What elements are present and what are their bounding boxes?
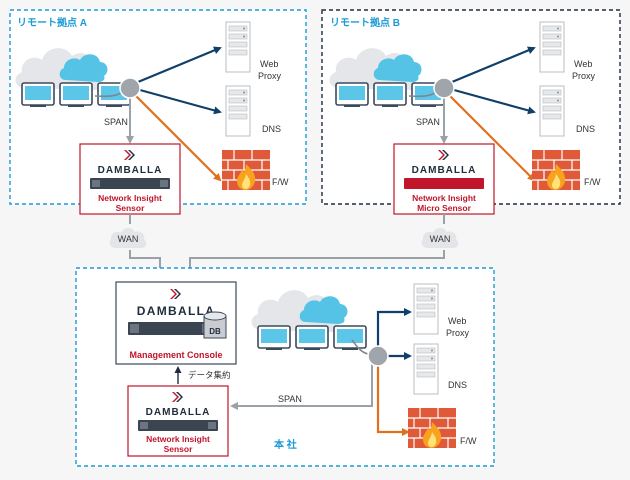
proxy-label: Proxy — [572, 71, 596, 81]
internet-cloud-b — [329, 48, 422, 90]
wan-label: WAN — [430, 234, 451, 244]
brand-label: DAMBALLA — [137, 304, 215, 318]
db-label: DB — [209, 327, 221, 336]
brand-label: DAMBALLA — [98, 165, 163, 176]
console-label: Management Console — [129, 350, 222, 360]
web-label: Web — [574, 59, 592, 69]
traffic-arrow — [376, 366, 410, 436]
dns-server-icon — [413, 343, 439, 395]
hq-title: 本 社 — [274, 438, 297, 451]
web-proxy-server-icon — [539, 21, 565, 73]
dns-server-icon — [539, 85, 565, 137]
fw-label: F/W — [584, 177, 601, 187]
proxy-label: Proxy — [446, 328, 470, 338]
internet-cloud-a — [15, 48, 108, 90]
fw-label: F/W — [272, 177, 289, 187]
span-label: SPAN — [278, 394, 302, 404]
web-label: Web — [260, 59, 278, 69]
switch-icon — [119, 77, 141, 99]
switch-icon — [433, 77, 455, 99]
traffic-arrow — [451, 46, 536, 84]
span-arrow — [230, 364, 373, 410]
data-collect-label: データ集約 — [188, 370, 231, 380]
site-b-title: リモート拠点 B — [330, 16, 400, 29]
client-pc-icon — [21, 82, 55, 108]
web-label: Web — [448, 316, 466, 326]
brand-label: DAMBALLA — [412, 165, 477, 176]
firewall-icon — [221, 149, 271, 191]
client-pc-icon — [295, 325, 329, 351]
dns-label: DNS — [576, 124, 595, 134]
traffic-arrow — [376, 308, 412, 346]
sensor-b-device: DAMBALLA Network Insight Micro Sensor — [393, 143, 495, 215]
internet-cloud-hq — [251, 290, 348, 332]
traffic-arrow — [135, 95, 222, 182]
brand-label: DAMBALLA — [146, 407, 211, 418]
sensor-a-device: DAMBALLA Network Insight Sensor — [79, 143, 181, 215]
traffic-arrow — [453, 88, 536, 115]
wan-label: WAN — [118, 234, 139, 244]
sensor-a-line2: Sensor — [116, 203, 146, 213]
firewall-icon — [531, 149, 581, 191]
database-icon: DB — [203, 311, 227, 339]
span-label: SPAN — [416, 117, 440, 127]
client-pc-icon — [333, 325, 367, 351]
proxy-label: Proxy — [258, 71, 282, 81]
wan-link-b — [186, 250, 445, 278]
sensor-hq-device: DAMBALLA Network Insight Sensor — [127, 385, 229, 457]
sensor-b-line2: Micro Sensor — [417, 203, 472, 213]
client-pc-icon — [373, 82, 407, 108]
client-pc-icon — [59, 82, 93, 108]
sensor-a-line1: Network Insight — [98, 193, 162, 203]
client-pc-icon — [335, 82, 369, 108]
web-proxy-server-icon — [225, 21, 251, 73]
span-label: SPAN — [104, 117, 128, 127]
traffic-arrow — [139, 88, 222, 115]
switch-icon — [367, 345, 389, 367]
fw-label: F/W — [460, 436, 477, 446]
sensor-hq-line1: Network Insight — [146, 434, 210, 444]
wan-link-a — [129, 250, 164, 278]
site-a-title: リモート拠点 A — [17, 16, 87, 29]
dns-server-icon — [225, 85, 251, 137]
dns-label: DNS — [448, 380, 467, 390]
traffic-arrow — [449, 95, 536, 182]
management-console-device: DAMBALLA DB Management Console — [115, 281, 237, 365]
sensor-hq-line2: Sensor — [164, 444, 194, 454]
client-pc-icon — [257, 325, 291, 351]
firewall-icon — [407, 407, 457, 449]
web-proxy-server-icon — [413, 283, 439, 335]
dns-label: DNS — [262, 124, 281, 134]
traffic-arrow — [137, 46, 222, 84]
sensor-b-line1: Network Insight — [412, 193, 476, 203]
